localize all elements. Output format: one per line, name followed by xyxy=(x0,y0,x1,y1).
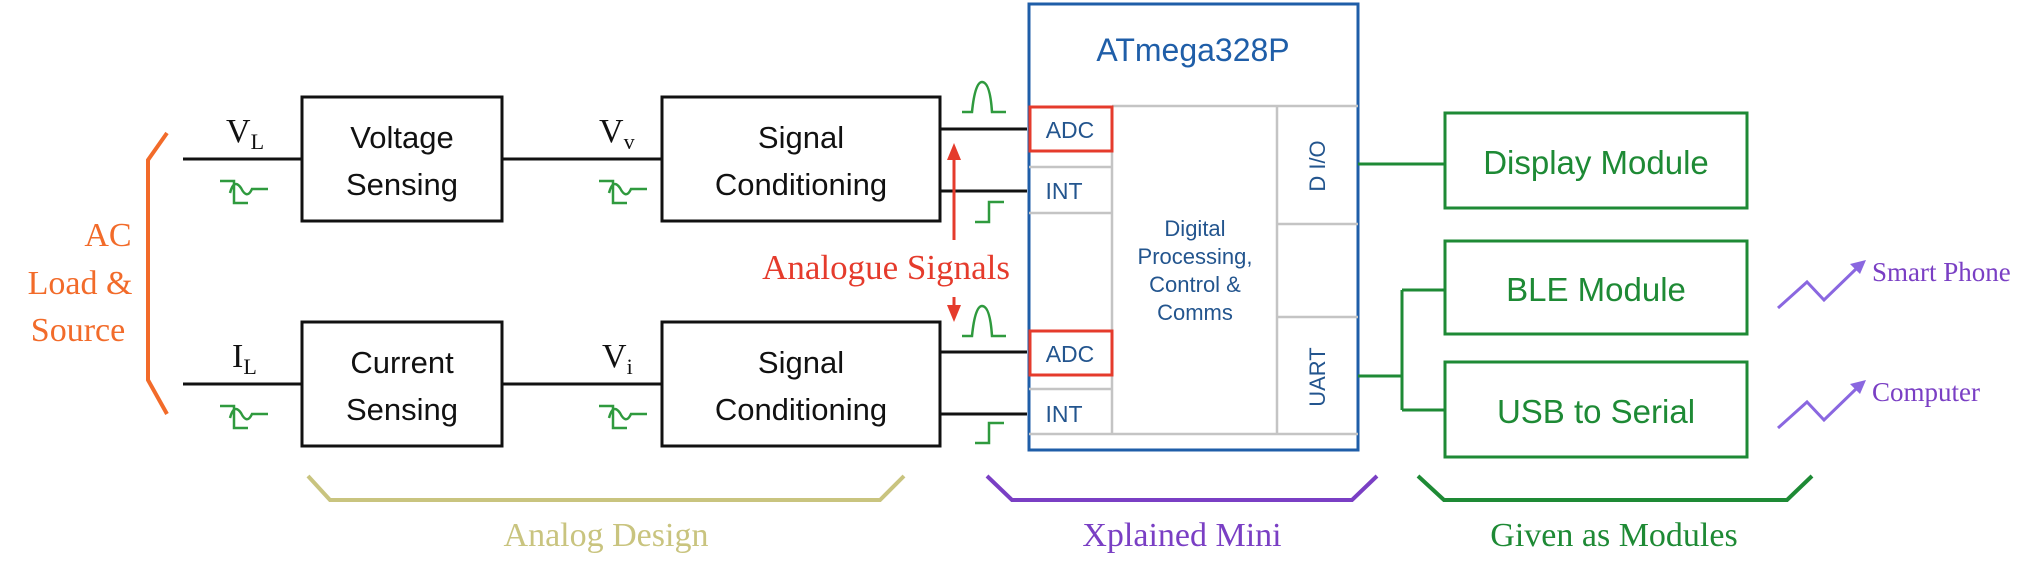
mcu-core-label-line3: Control & xyxy=(1149,272,1241,297)
analog-design-label: Analog Design xyxy=(504,517,709,554)
current-step-icon xyxy=(975,421,1004,445)
voltage-sensing-label-line2: Sensing xyxy=(346,167,458,202)
mcu-int-port-voltage-label: INT xyxy=(1045,178,1082,204)
analogue-signals-label: Analogue Signals xyxy=(762,248,1010,287)
mcu-title: ATmega328P xyxy=(1096,32,1289,68)
smart-phone-label: Smart Phone xyxy=(1872,257,2011,287)
voltage-path: VL Voltage Sensing Vv Signal Conditionin… xyxy=(183,80,1027,224)
current-analog-wave-icon xyxy=(962,304,1006,338)
ble-module-label: BLE Module xyxy=(1506,271,1686,308)
current-sensing-label-line1: Current xyxy=(350,345,454,380)
ac-source-group: AC Load & Source xyxy=(28,131,169,415)
voltage-sensing-label-line1: Voltage xyxy=(350,120,453,155)
mcu-adc-port-voltage xyxy=(1028,105,1114,153)
computer-label: Computer xyxy=(1872,377,1980,407)
mcu-uart-port-label: UART xyxy=(1305,347,1330,407)
voltage-mid-wave-icon xyxy=(599,179,647,205)
smart-phone-link-icon xyxy=(1776,266,1859,310)
voltage-mid-label: Vv xyxy=(599,113,635,154)
ac-source-label-line1: AC xyxy=(84,217,131,254)
mcu-core-label-line1: Digital xyxy=(1164,216,1225,241)
current-sensing-block xyxy=(300,320,504,448)
current-mid-label: Vi xyxy=(602,338,633,379)
current-conditioning-label-line2: Conditioning xyxy=(715,392,887,427)
current-path: IL Current Sensing Vi Signal Conditionin… xyxy=(183,304,1027,448)
voltage-input-label: VL xyxy=(226,113,264,154)
analogue-arrow-down-head xyxy=(947,305,961,322)
given-as-modules-brace xyxy=(1416,474,1814,502)
current-mid-wave-icon xyxy=(599,404,647,430)
mcu-dio-port-label: D I/O xyxy=(1305,140,1330,191)
given-as-modules-label: Given as Modules xyxy=(1490,517,1737,554)
display-module-block xyxy=(1443,111,1749,210)
usb-serial-module-block xyxy=(1443,360,1749,459)
computer-link-icon xyxy=(1776,386,1859,430)
voltage-input-wave-icon xyxy=(220,179,268,205)
voltage-analog-wave-icon xyxy=(962,80,1006,114)
analog-design-brace xyxy=(306,474,906,502)
analogue-arrow-up-head xyxy=(947,143,961,160)
current-input-wave-icon xyxy=(220,404,268,430)
module-wiring xyxy=(1358,162,1445,412)
display-module-label: Display Module xyxy=(1483,144,1709,181)
analogue-signals-annotation: Analogue Signals xyxy=(762,143,1010,322)
xplained-mini-label: Xplained Mini xyxy=(1082,517,1281,554)
ac-source-brace xyxy=(146,131,169,415)
mcu-adc-port-current xyxy=(1028,329,1114,377)
smart-phone-link-arrowhead xyxy=(1850,260,1866,274)
current-conditioning-label-line1: Signal xyxy=(758,345,844,380)
ble-module-block xyxy=(1443,239,1749,336)
current-conditioning-block xyxy=(660,320,942,448)
mcu-block: ATmega328P ADC INT ADC INT Digital Proce… xyxy=(1027,2,1360,452)
mcu-adc-port-current-label: ADC xyxy=(1046,341,1095,367)
current-input-label: IL xyxy=(232,338,257,379)
xplained-mini-brace xyxy=(985,474,1379,502)
mcu-core-label-line2: Processing, xyxy=(1138,244,1253,269)
voltage-conditioning-block xyxy=(660,95,942,223)
mcu-core-label-line4: Comms xyxy=(1157,300,1233,325)
computer-link-arrowhead xyxy=(1850,380,1866,394)
voltage-conditioning-label-line1: Signal xyxy=(758,120,844,155)
voltage-step-icon xyxy=(975,200,1004,224)
endpoints: Smart Phone Computer xyxy=(1776,257,2011,430)
voltage-conditioning-label-line2: Conditioning xyxy=(715,167,887,202)
voltage-sensing-block xyxy=(300,95,504,223)
ac-source-label-line2: Load & xyxy=(28,265,133,302)
usb-serial-module-label: USB to Serial xyxy=(1497,393,1695,430)
current-sensing-label-line2: Sensing xyxy=(346,392,458,427)
group-annotations: Analog Design Xplained Mini Given as Mod… xyxy=(306,474,1814,554)
ac-source-label-line3: Source xyxy=(31,312,125,349)
modules: Display Module BLE Module USB to Serial xyxy=(1443,111,1749,459)
mcu-adc-port-voltage-label: ADC xyxy=(1046,117,1095,143)
mcu-int-port-current-label: INT xyxy=(1045,401,1082,427)
